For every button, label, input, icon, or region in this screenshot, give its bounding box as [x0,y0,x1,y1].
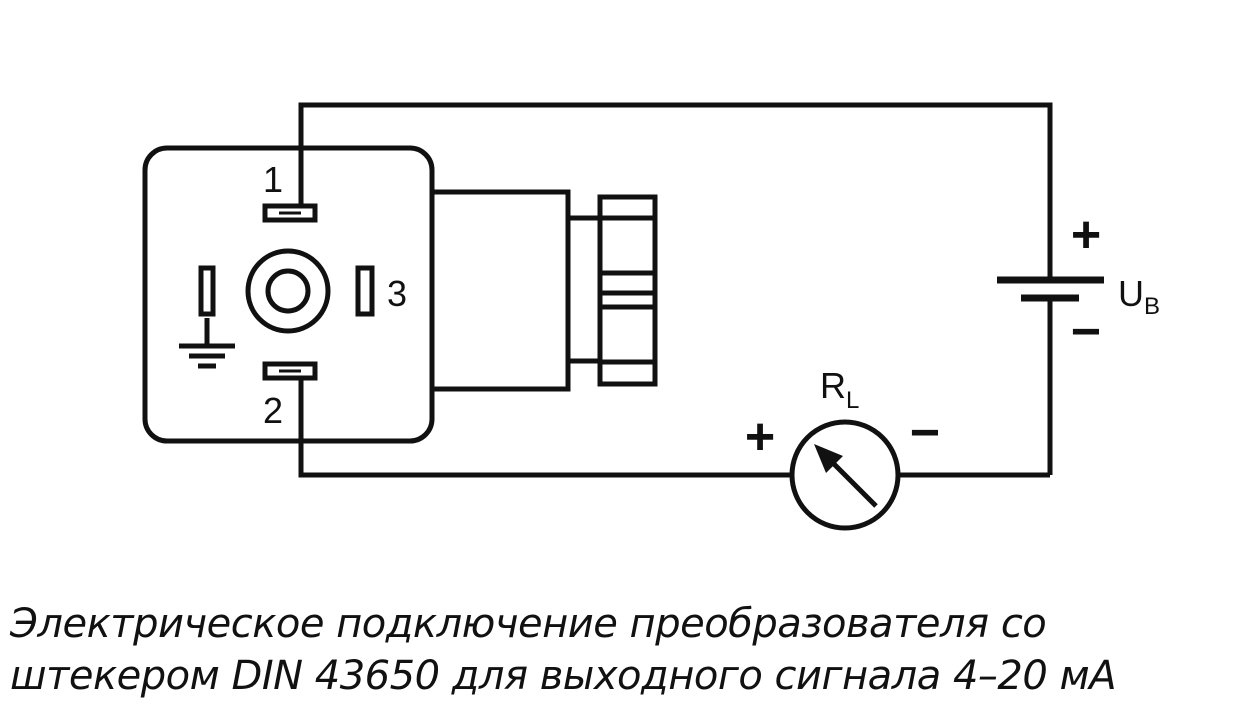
supply-voltage-label: UB [1118,273,1160,320]
wiring-diagram: 1 2 3 + − UB + − RL [142,102,1160,531]
supply-minus-sign: − [1071,303,1101,361]
load-resistance-label: RL [820,365,859,414]
center-socket-outer [245,248,331,334]
pin-1-contact [262,203,318,223]
connector-body [429,189,571,392]
load-plus-sign: + [745,408,775,466]
figure-caption: Электрическое подключение преобразовател… [10,598,1230,702]
pin-1-label: 1 [263,159,283,200]
supply-plus-sign: + [1071,206,1101,264]
supply-voltage-symbol: U [1118,273,1144,314]
supply-voltage-subscript: B [1144,293,1160,320]
center-socket-inner [265,268,311,314]
pin-2-contact [262,361,318,381]
wire-bottom [298,378,792,478]
gland-neck [565,215,603,364]
pin-3-contact [355,265,375,317]
wire-top [298,102,1053,278]
load-resistance-subscript: L [846,387,859,414]
pin-3-label: 3 [387,273,407,314]
ammeter-icon [789,419,901,531]
pin-2-label: 2 [263,390,283,431]
ground-pin-contact [198,265,216,317]
caption-line-2: штекером DIN 43650 для выходного сигнала… [10,653,1117,699]
load-minus-sign: − [910,404,940,462]
load-resistance-symbol: R [820,365,846,406]
caption-line-1: Электрическое подключение преобразовател… [10,601,1047,647]
ammeter-needle-arrowhead [814,444,843,473]
ground-icon [179,318,235,369]
battery-icon [997,276,1104,302]
